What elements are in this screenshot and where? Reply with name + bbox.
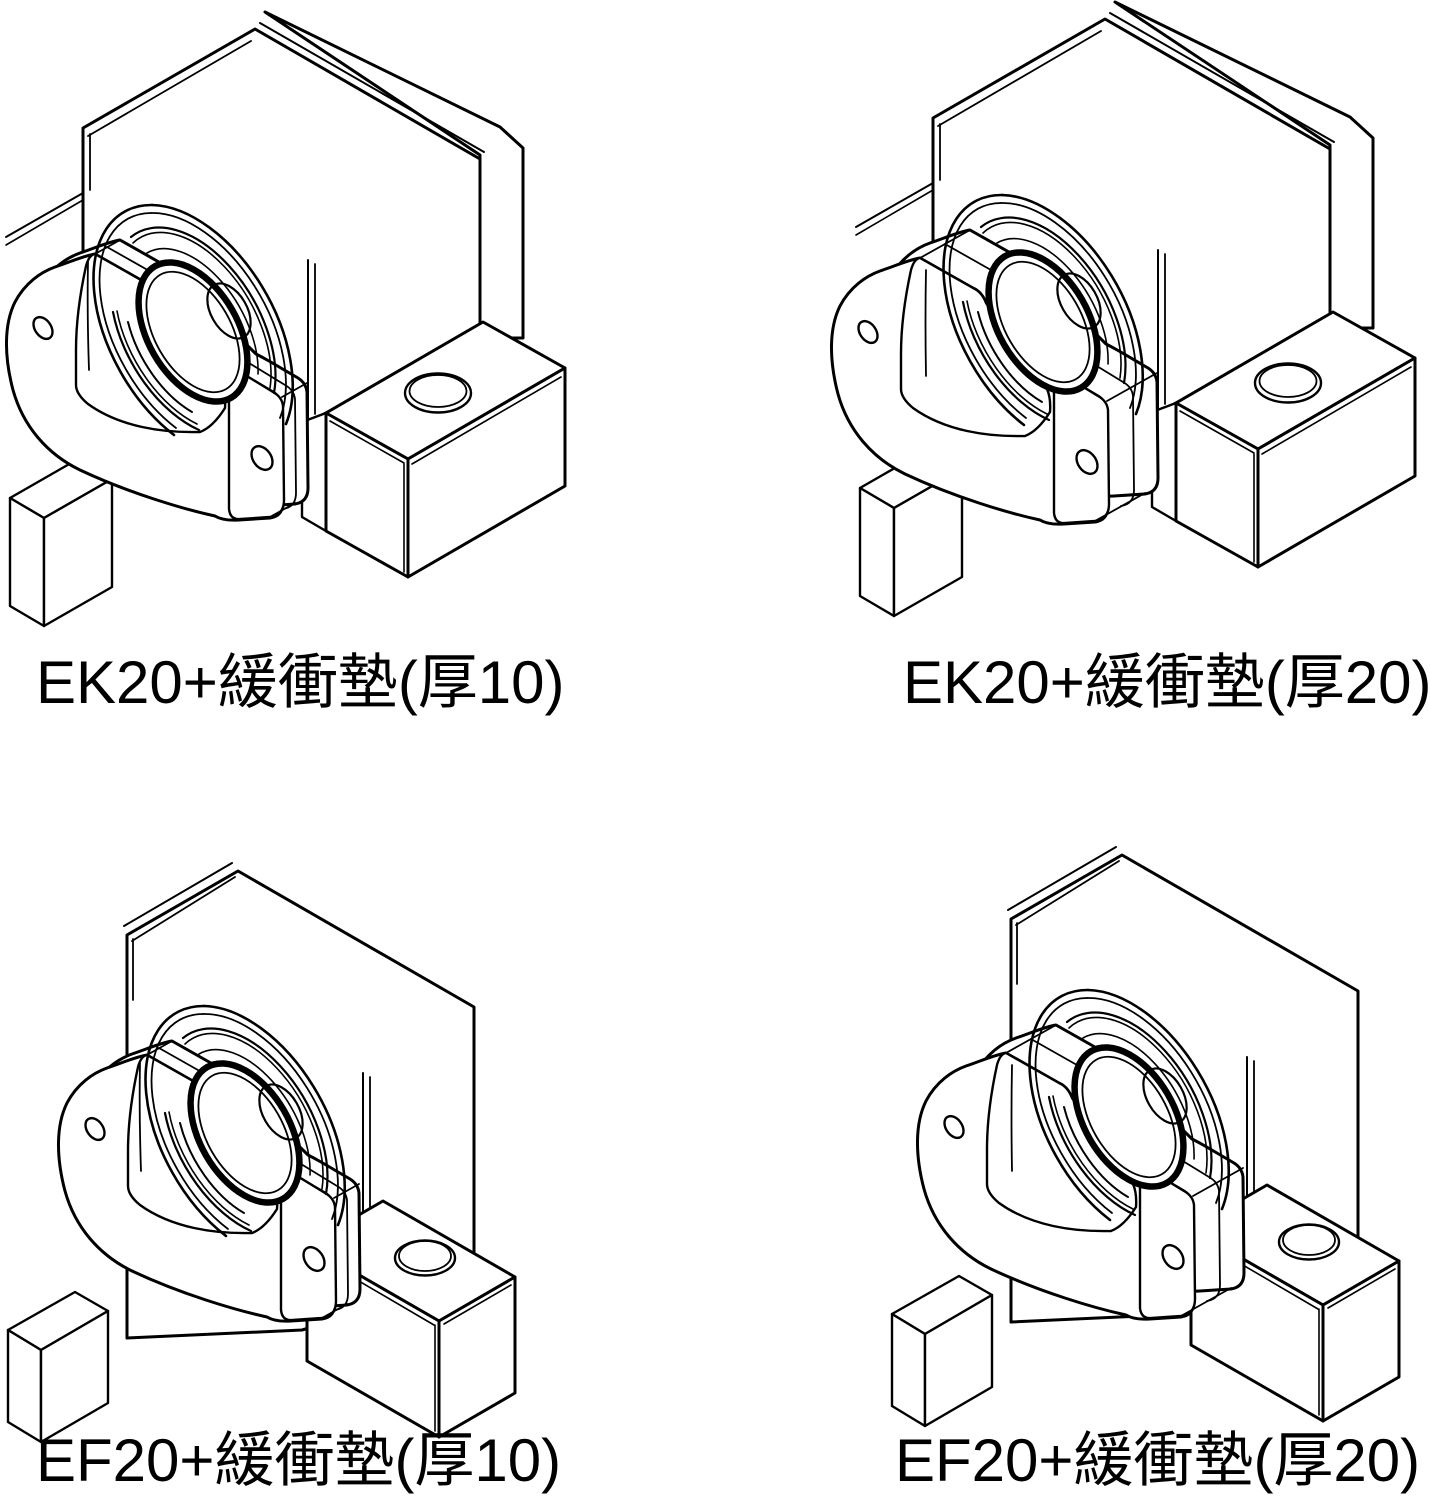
- figure-caption-ef20-pad10: EF20+緩衝墊(厚10): [36, 1427, 562, 1494]
- figure-caption-ek20-pad20: EK20+緩衝墊(厚20): [903, 649, 1430, 716]
- figure-ek20-pad20: [829, 0, 1417, 618]
- figure-caption-ef20-pad20: EF20+緩衝墊(厚20): [895, 1427, 1421, 1494]
- figure-ef20-pad10: [6, 861, 517, 1444]
- figure-ef20-pad20: [890, 845, 1401, 1428]
- figure-caption-ek20-pad10: EK20+緩衝墊(厚10): [36, 649, 565, 716]
- figure-ek20-pad10: [4, 10, 567, 628]
